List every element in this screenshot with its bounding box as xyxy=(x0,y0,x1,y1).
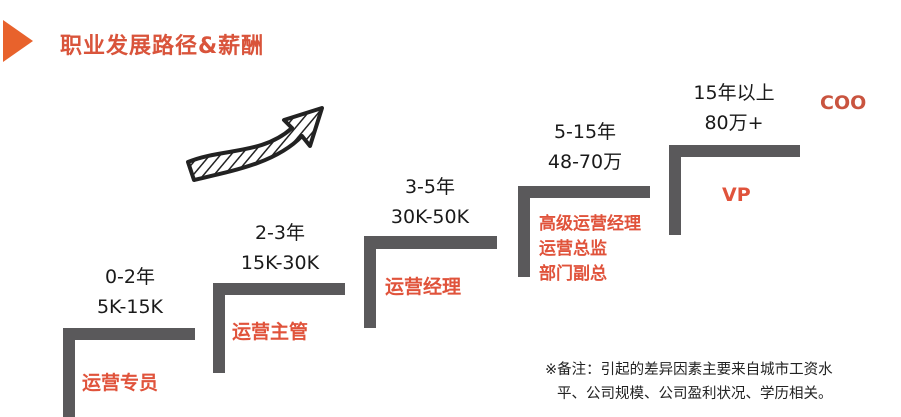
step-1-bar xyxy=(63,328,195,340)
footnote-line-1: ※备注：引起的差异因素主要来自城市工资水 xyxy=(545,362,833,378)
step-3-years: 3-5年 xyxy=(404,176,456,198)
step-4-salary: 48-70万 xyxy=(547,151,623,173)
step-5-role: VP xyxy=(722,184,751,206)
step-3-bar xyxy=(364,236,497,249)
step-3-role: 运营经理 xyxy=(385,276,462,298)
step-2-bar xyxy=(213,283,345,295)
step-4-roles: 高级运营经理 运营总监 部门副总 xyxy=(539,212,641,287)
step-5-info: 15年以上 80万+ xyxy=(664,78,804,138)
step-4-years: 5-15年 xyxy=(553,121,617,143)
step-2-info: 2-3年 15K-30K xyxy=(210,218,350,278)
step-4-role-2: 运营总监 xyxy=(539,239,607,259)
step-3-info: 3-5年 30K-50K xyxy=(360,172,500,232)
step-2-riser xyxy=(213,283,225,373)
step-2-years: 2-3年 xyxy=(254,222,306,244)
step-4-role-3: 部门副总 xyxy=(539,264,607,284)
step-4-role-1: 高级运营经理 xyxy=(539,214,641,234)
step-2-salary: 15K-30K xyxy=(240,252,320,274)
step-1-info: 0-2年 5K-15K xyxy=(60,262,200,322)
step-4-bar xyxy=(518,186,650,198)
step-1-riser xyxy=(63,328,75,417)
step-5-salary: 80万+ xyxy=(704,112,764,134)
step-1-role: 运营专员 xyxy=(82,372,159,394)
step-5-riser xyxy=(669,145,681,235)
step-3-salary: 30K-50K xyxy=(390,206,470,228)
step-2-role: 运营主管 xyxy=(232,321,309,343)
footnote: ※备注：引起的差异因素主要来自城市工资水 平、公司规模、公司盈利状况、学历相关。 xyxy=(545,358,895,406)
play-triangle-icon xyxy=(3,20,33,62)
hatched-curved-arrow-up-icon xyxy=(186,106,324,182)
page-title: 职业发展路径&薪酬 xyxy=(60,34,265,59)
step-4-riser xyxy=(518,186,530,277)
step-3-riser xyxy=(364,236,376,328)
step-5-years: 15年以上 xyxy=(693,82,775,104)
step-5-bar xyxy=(669,145,800,157)
footnote-line-2: 平、公司规模、公司盈利状况、学历相关。 xyxy=(557,386,833,402)
step-1-years: 0-2年 xyxy=(104,266,156,288)
step-1-salary: 5K-15K xyxy=(96,296,164,318)
top-role-coo: COO xyxy=(820,92,867,114)
step-4-info: 5-15年 48-70万 xyxy=(515,117,655,177)
